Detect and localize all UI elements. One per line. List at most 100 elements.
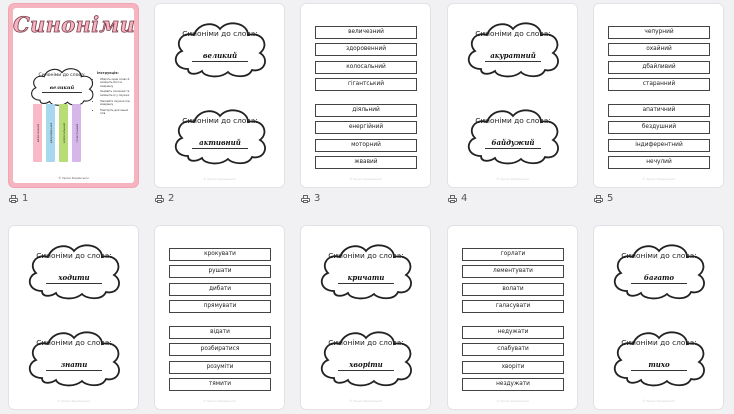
- synonym-boxes: горлати лементувати волати галасувати недужа…: [462, 248, 564, 395]
- page-label: 1: [9, 193, 28, 204]
- synonym-box: розбиратися: [169, 343, 271, 357]
- synonym-box: бездушний: [608, 121, 710, 135]
- synonym-box: прямувати: [169, 299, 271, 313]
- cloud-word: байдужий: [485, 138, 541, 149]
- cloud-label: Синоніми до слова:: [38, 73, 86, 78]
- cloud-label: Синоніми до слова:: [328, 251, 404, 260]
- cloud-word: великий: [192, 51, 248, 62]
- bar-label: гігантський: [74, 123, 79, 143]
- printer-icon[interactable]: [9, 194, 18, 203]
- synonym-box: апатичний: [608, 104, 710, 118]
- bar-label: величезний: [35, 123, 40, 143]
- synonym-box: відати: [169, 326, 271, 340]
- bar-label: здоровенний: [48, 122, 53, 144]
- synonym-box: лементувати: [462, 265, 564, 279]
- synonym-cloud: Синоніми до слова:активний: [168, 102, 272, 166]
- synonym-box: слабувати: [462, 343, 564, 357]
- synonym-bar: колосальний: [59, 104, 68, 162]
- page-label: 5: [594, 193, 613, 204]
- cloud-label: Синоніми до слова:: [475, 116, 551, 125]
- synonym-box: недужати: [462, 326, 564, 340]
- cover-title: Синоніми: [13, 12, 136, 38]
- synonym-box: крокувати: [169, 248, 271, 261]
- cloud-label: Синоніми до слова:: [36, 338, 112, 347]
- synonym-box: хворіти: [462, 360, 564, 374]
- synonym-box: тямити: [169, 378, 271, 392]
- cloud-word: багато: [631, 273, 687, 284]
- synonym-box: старанний: [608, 77, 710, 91]
- cloud-word: тихо: [631, 360, 687, 371]
- synonym-bar: здоровенний: [46, 104, 55, 162]
- printer-icon[interactable]: [594, 194, 603, 203]
- synonym-box: дбайливий: [608, 60, 710, 74]
- page-number: 4: [461, 193, 468, 204]
- worksheet-page[interactable]: горлати лементувати волати галасувати недужа…: [447, 225, 578, 410]
- synonym-box: галасувати: [462, 299, 564, 313]
- synonym-box: чепурний: [608, 26, 710, 39]
- synonym-box: здоровенний: [315, 43, 417, 57]
- page-number: 2: [168, 193, 175, 204]
- synonym-cloud: Синоніми до слова: акуратний: [461, 15, 565, 79]
- synonym-box: жвавий: [315, 156, 417, 170]
- printer-icon[interactable]: [155, 194, 164, 203]
- bar-label: колосальний: [61, 122, 66, 144]
- synonym-box: нечулий: [608, 156, 710, 170]
- instructions: Інструкція:Оберіть одне слово й запишіть…: [97, 71, 133, 118]
- cloud-label: Синоніми до слова:: [621, 338, 697, 347]
- synonym-cloud: Синоніми до слова: тихо: [607, 324, 711, 388]
- page-thumbnail[interactable]: горлати лементувати волати галасувати недужа…: [447, 225, 578, 410]
- synonym-cloud: Синоніми до слова:хворіти: [314, 324, 418, 388]
- cloud-label: Синоніми до слова:: [328, 338, 404, 347]
- cover-cloud: Синоніми до слова:великий: [26, 63, 98, 107]
- page-footer: © Уроки Української: [496, 399, 529, 403]
- page-number: 3: [314, 193, 321, 204]
- cloud-label: Синоніми до слова:: [182, 116, 258, 125]
- page-footer: © Уроки Української: [349, 399, 382, 403]
- synonym-box: індиферентний: [608, 138, 710, 152]
- page-footer: © Уроки Української: [642, 177, 675, 181]
- cloud-label: Синоніми до слова:: [36, 251, 112, 260]
- cloud-word: ходити: [46, 273, 102, 284]
- synonym-cloud: Синоніми до слова:великий: [168, 15, 272, 79]
- synonym-cloud: Синоніми до слова:знати: [22, 324, 126, 388]
- synonym-cloud: Синоніми до слова: ходити: [22, 237, 126, 301]
- instruction-item: Наклейте смужки під хмаринку: [100, 100, 133, 107]
- printer-icon[interactable]: [301, 194, 310, 203]
- synonym-box: колосальний: [315, 60, 417, 74]
- synonym-box: дибати: [169, 282, 271, 296]
- cloud-word: кричати: [338, 273, 394, 284]
- cloud-word: акуратний: [485, 51, 541, 62]
- printer-icon[interactable]: [448, 194, 457, 203]
- page-number: 1: [22, 193, 29, 204]
- page-footer: © Уроки Української: [496, 177, 529, 181]
- cloud-label: Синоніми до слова:: [475, 29, 551, 38]
- instruction-item: Знайдіть синоніми та запишіть їх у смужк…: [100, 90, 133, 97]
- synonym-box: моторний: [315, 138, 417, 152]
- instruction-item: Оберіть одне слово й запишіть його в хма…: [100, 78, 133, 89]
- synonym-box: волати: [462, 282, 564, 296]
- synonym-box: горлати: [462, 248, 564, 261]
- synonym-box: нездужати: [462, 378, 564, 392]
- page-footer: © Уроки Української: [642, 399, 675, 403]
